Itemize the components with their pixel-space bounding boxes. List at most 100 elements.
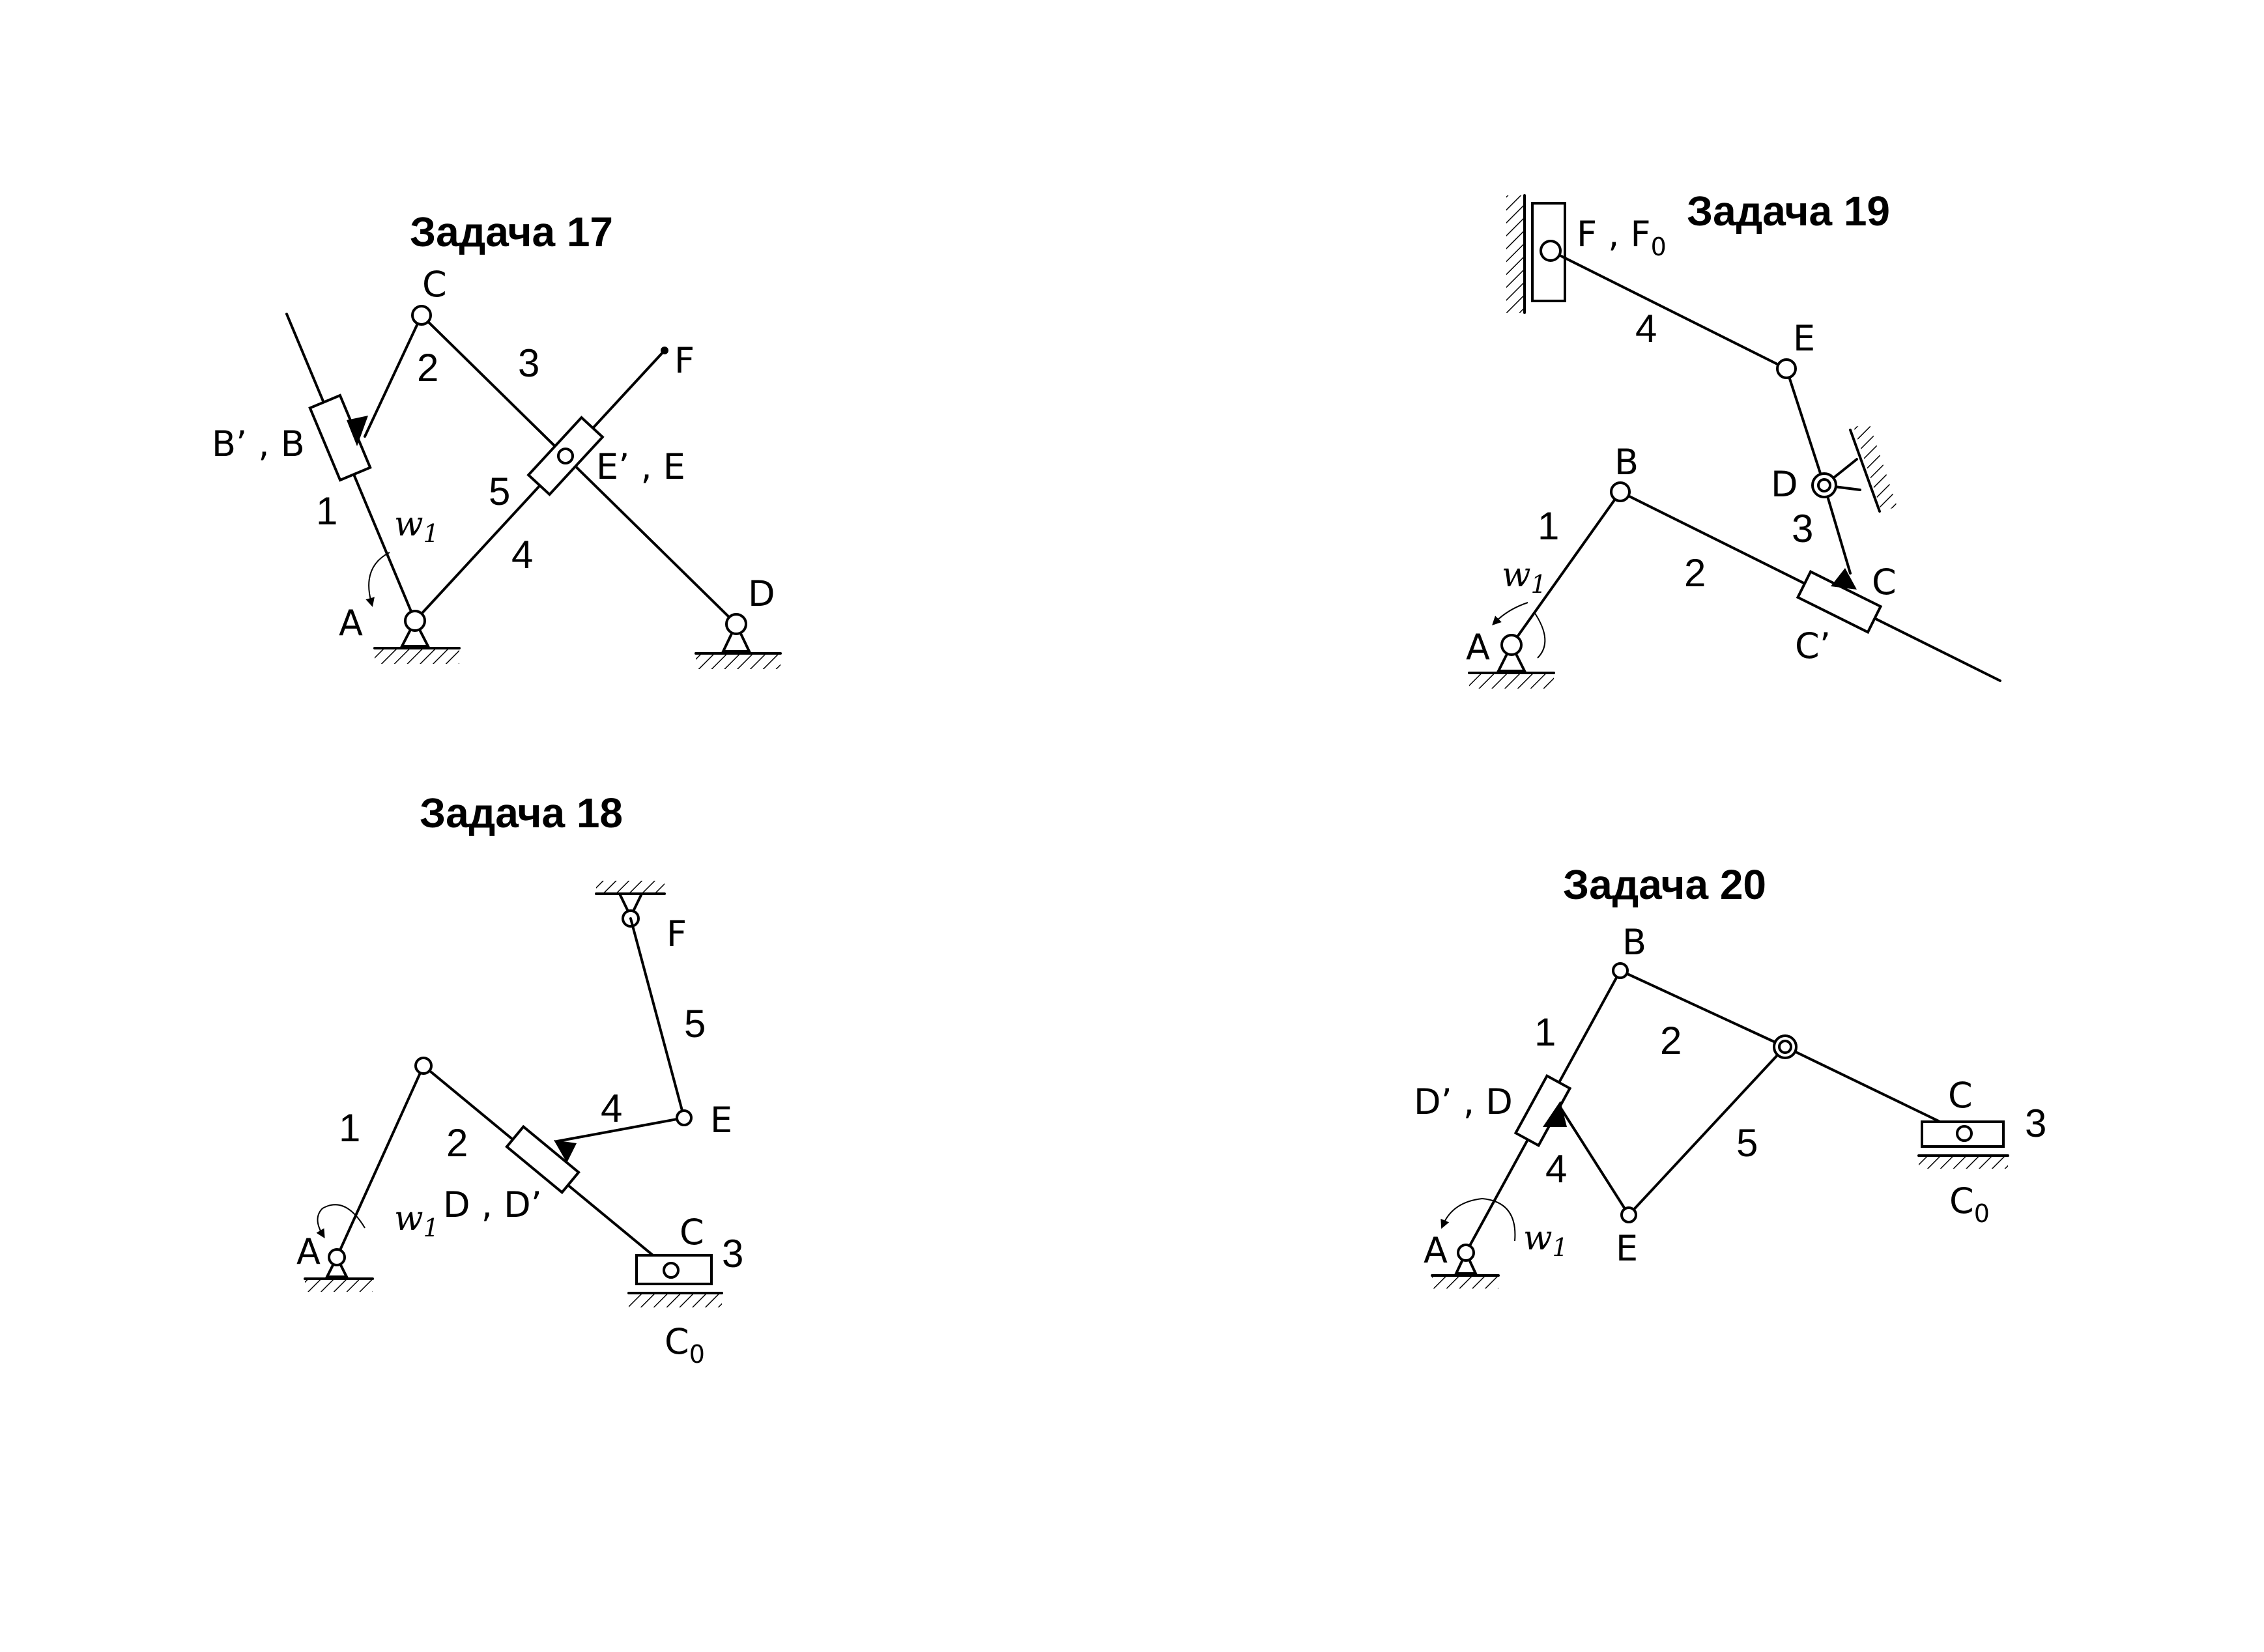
task-20-joint-e — [1620, 1206, 1637, 1223]
task-20-label-link-5: 5 — [1736, 1121, 1758, 1165]
task-18-link-1 — [336, 1064, 425, 1259]
mechanism-task-20: Задача 20 B — [1414, 861, 2046, 1289]
task-17-support-a — [373, 610, 461, 664]
task-18-label-e: E — [710, 1100, 732, 1141]
task-18-title: Задача 18 — [420, 790, 623, 836]
task-20-label-c: C — [1948, 1075, 1973, 1116]
mechanism-task-17: Задача 17 — [212, 208, 782, 669]
task-20-joint-inner — [1778, 1040, 1792, 1054]
task-17-joint-c — [411, 305, 432, 326]
task-17-label-b: B’ , B — [212, 423, 305, 464]
task-18-link-4 — [556, 1117, 685, 1143]
task-19-label-b: B — [1614, 442, 1639, 483]
task-19-label-link-3: 3 — [1792, 507, 1813, 550]
task-18-joint-b — [414, 1057, 433, 1075]
task-20-weld-d — [1543, 1101, 1567, 1127]
task-17-point-f — [661, 347, 668, 354]
task-17-title: Задача 17 — [410, 208, 613, 255]
task-19-omega-arrow — [1492, 602, 1528, 625]
task-20-label-b: B — [1622, 922, 1646, 963]
task-19-label-c-prime: C’ — [1795, 625, 1831, 666]
task-18-weld-d — [554, 1140, 577, 1163]
task-17-omega-arrow — [365, 552, 390, 607]
task-20-link-2b — [1784, 1046, 1966, 1135]
task-19-link-3a — [1785, 367, 1826, 487]
task-18-link-5 — [629, 917, 685, 1119]
task-19-label-link-4: 4 — [1635, 307, 1657, 350]
task-19-label-d: D — [1771, 464, 1798, 505]
task-19-label-f: F , F0 — [1577, 214, 1667, 261]
task-18-support-a — [304, 1248, 374, 1292]
task-20-link-4 — [1559, 1106, 1630, 1216]
task-17-label-link-3: 3 — [518, 341, 539, 385]
task-17-label-c: C — [422, 264, 447, 305]
task-18-omega-label: w1 — [394, 1199, 439, 1242]
task-20-title: Задача 20 — [1563, 861, 1766, 908]
task-19-link-4 — [1549, 249, 1788, 370]
task-19-omega-label: w1 — [1502, 556, 1547, 599]
task-18-label-link-1: 1 — [339, 1106, 360, 1150]
task-19-label-link-1: 1 — [1538, 504, 1559, 548]
mechanism-task-18: Задача 18 — [296, 790, 743, 1369]
task-19-label-c: C — [1872, 562, 1897, 603]
task-20-label-a: A — [1424, 1230, 1448, 1271]
task-20-label-c0: C0 — [1949, 1180, 1990, 1228]
task-18-label-a: A — [296, 1231, 321, 1272]
task-18-support-f — [595, 881, 666, 928]
task-20-omega-arrow — [1440, 1197, 1516, 1242]
task-20-label-link-1: 1 — [1534, 1010, 1556, 1054]
task-20-label-e: E — [1616, 1228, 1638, 1269]
task-19-link-1 — [1510, 491, 1622, 646]
task-17-slider-b — [308, 393, 372, 482]
task-17-omega-label: w1 — [394, 505, 439, 548]
task-17-label-link-5: 5 — [489, 470, 510, 513]
task-17-label-a: A — [339, 603, 363, 644]
task-19-label-e: E — [1793, 318, 1815, 359]
task-20-label-d: D’ , D — [1414, 1081, 1513, 1122]
task-17-weld-b — [347, 416, 368, 446]
task-19-joint-f — [1540, 240, 1562, 262]
task-17-joint-e — [557, 448, 574, 464]
task-17-label-link-4: 4 — [511, 533, 533, 577]
task-17-link-2 — [364, 314, 423, 438]
task-19-label-a: A — [1466, 627, 1490, 668]
task-20-label-link-3: 3 — [2025, 1102, 2046, 1145]
task-18-slider-d — [505, 1124, 580, 1195]
mechanism-task-19: Задача 19 — [1466, 188, 2001, 689]
task-18-joint-e — [676, 1109, 693, 1126]
task-20-link-2a — [1619, 969, 1786, 1048]
task-18-label-link-3: 3 — [722, 1232, 743, 1275]
task-20-label-link-2: 2 — [1660, 1019, 1682, 1062]
task-17-label-f: F — [674, 340, 695, 381]
task-18-label-link-2: 2 — [446, 1121, 468, 1165]
task-18-label-c: C — [680, 1212, 704, 1253]
task-17-support-d — [695, 613, 782, 669]
task-20-joint-b — [1612, 962, 1629, 979]
task-19-support-a — [1468, 634, 1555, 689]
task-20-slider-c — [1917, 1120, 2009, 1169]
task-20-support-a — [1431, 1244, 1500, 1289]
task-19-title: Задача 19 — [1687, 188, 1890, 235]
task-18-label-d: D , D’ — [443, 1184, 542, 1225]
task-18-omega-arrow — [316, 1204, 365, 1239]
task-18-label-link-5: 5 — [684, 1002, 706, 1046]
task-20-label-link-4: 4 — [1545, 1147, 1567, 1191]
task-19-joint-b — [1610, 481, 1631, 502]
task-17-label-link-2: 2 — [417, 346, 438, 390]
task-19-slider-c — [1796, 569, 1883, 634]
task-19-omega-arc — [1534, 612, 1546, 659]
task-19-label-link-2: 2 — [1684, 551, 1706, 595]
task-20-omega-label: w1 — [1523, 1219, 1568, 1262]
task-17-label-link-1: 1 — [316, 489, 337, 533]
task-19-support-d — [1811, 425, 1897, 513]
task-17-label-d: D — [748, 573, 775, 614]
task-20-link-5 — [1627, 1046, 1786, 1216]
task-17-label-e: E’ , E — [596, 446, 685, 487]
task-17-link-3 — [420, 314, 738, 625]
task-18-label-link-4: 4 — [601, 1087, 622, 1130]
task-18-label-f: F — [666, 913, 687, 954]
task-19-weld-c — [1831, 568, 1857, 590]
task-18-label-c0: C0 — [665, 1321, 705, 1369]
task-19-joint-e — [1776, 358, 1797, 379]
